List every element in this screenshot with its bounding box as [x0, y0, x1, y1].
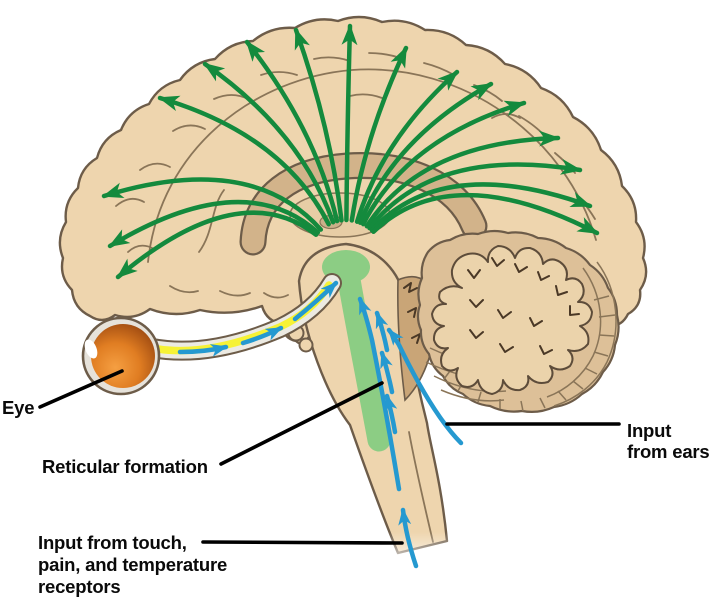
visual-input-arrow-2 — [240, 325, 284, 346]
cerebellum-striation-arc-2 — [546, 267, 602, 398]
touch-input-label-line1: Input from touch, — [38, 532, 187, 553]
cerebellum-crevices — [467, 257, 580, 355]
cerebellum — [416, 229, 620, 413]
arousal-arrow — [202, 61, 336, 225]
branch-arrow-2 — [379, 350, 395, 395]
arousal-arrow — [115, 210, 319, 280]
arousal-arrow — [371, 192, 600, 236]
arousal-arrow — [293, 27, 344, 223]
arousal-arrow — [360, 100, 527, 227]
arousal-arrow — [349, 45, 409, 223]
reticular-formation-leader-line — [219, 381, 384, 466]
arousal-arrow — [354, 69, 460, 224]
arousal-arrow — [364, 130, 561, 229]
touch-input-label-line3: receptors — [38, 576, 121, 597]
cornea-highlight — [84, 339, 98, 359]
arousal-arrow — [369, 182, 593, 233]
ears-input-label-line2: from ears — [627, 441, 710, 462]
reticular-formation-label: Reticular formation — [42, 456, 208, 477]
touch-input-label-line2: pain, and temperature — [38, 554, 227, 575]
hypothalamus-bump-2 — [298, 337, 314, 353]
visual-input-arrow-3 — [292, 280, 339, 322]
ears-input-label-line1: Input — [627, 420, 671, 441]
arousal-arrow — [341, 23, 358, 223]
cerebellum-arbor-vitae — [431, 245, 593, 395]
sensory-input-arrows — [177, 280, 464, 492]
arousal-arrow — [101, 177, 324, 232]
visual-input-arrow-1 — [177, 344, 229, 357]
labels: Eye Reticular formation Input from touch… — [2, 369, 710, 597]
eye-leader-line — [38, 369, 124, 409]
branch-arrow-1 — [374, 310, 390, 353]
spinal-input-arrow — [398, 507, 419, 569]
ascending-main-arrow — [357, 296, 402, 492]
eye — [81, 316, 161, 396]
cerebellum-striation-arc-1 — [553, 261, 617, 407]
arousal-projection-arrows — [101, 23, 600, 280]
cortex-inner-contour — [147, 68, 597, 263]
cord-sulcus-line — [408, 431, 434, 543]
arousal-arrow — [157, 95, 331, 227]
ear-input-arrow — [386, 327, 464, 446]
arousal-arrow — [244, 39, 340, 224]
touch-input-leader-line — [201, 540, 404, 545]
arousal-arrow — [357, 81, 494, 225]
branch-arrow-3 — [384, 393, 398, 435]
iris — [91, 324, 155, 388]
arousal-arrow — [107, 199, 321, 249]
eye-label: Eye — [2, 397, 34, 418]
arousal-arrow — [367, 158, 583, 231]
